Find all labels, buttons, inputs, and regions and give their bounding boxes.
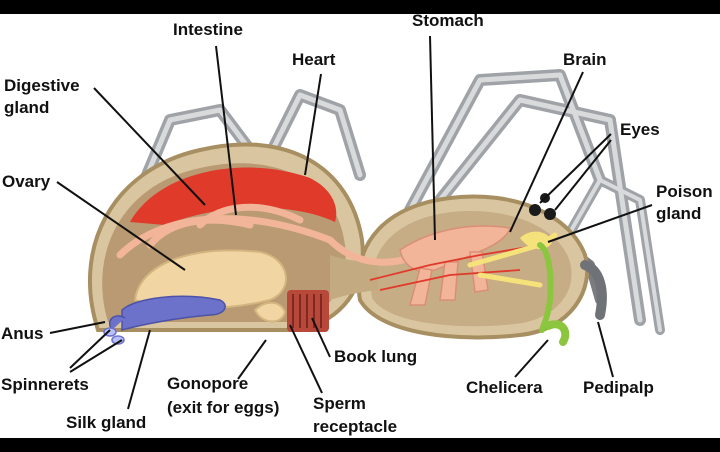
book-lung (287, 290, 329, 332)
label-stomach: Stomach (412, 11, 484, 30)
label-spinnerets: Spinnerets (1, 375, 89, 394)
label-digestive-gland-line1: Digestive (4, 76, 80, 95)
leader-lines (49, 35, 653, 410)
label-intestine: Intestine (173, 20, 243, 39)
label-anus: Anus (1, 324, 44, 343)
label-poison-gland-line2: gland (656, 204, 702, 223)
pedicel (330, 255, 378, 300)
pedipalp (580, 260, 607, 320)
poison-gland (537, 242, 554, 333)
chelicera (544, 320, 570, 346)
nerves (369, 244, 541, 291)
bottom-border (0, 438, 720, 452)
label-brain: Brain (563, 50, 607, 69)
label-gonopore-line1: Gonopore (167, 374, 249, 393)
label-chelicera: Chelicera (466, 378, 543, 397)
label-book-lung: Book lung (334, 347, 418, 366)
label-poison-gland-line1: Poison (656, 182, 713, 201)
top-border (0, 0, 720, 14)
silk-gland (108, 295, 226, 331)
eye-1 (529, 204, 541, 216)
label-gonopore-line2: (exit for eggs) (167, 398, 280, 417)
label-pedipalp: Pedipalp (583, 378, 654, 397)
label-silk-gland: Silk gland (66, 413, 147, 432)
label-eyes: Eyes (620, 120, 660, 139)
label-sperm-receptacle-line2: receptacle (313, 417, 398, 436)
label-sperm-receptacle-line1: Sperm (313, 394, 366, 413)
label-heart: Heart (292, 50, 336, 69)
sperm-receptacle (253, 301, 287, 323)
label-digestive-gland-line2: gland (4, 98, 50, 117)
label-ovary: Ovary (2, 172, 51, 191)
eye-2 (544, 208, 556, 220)
